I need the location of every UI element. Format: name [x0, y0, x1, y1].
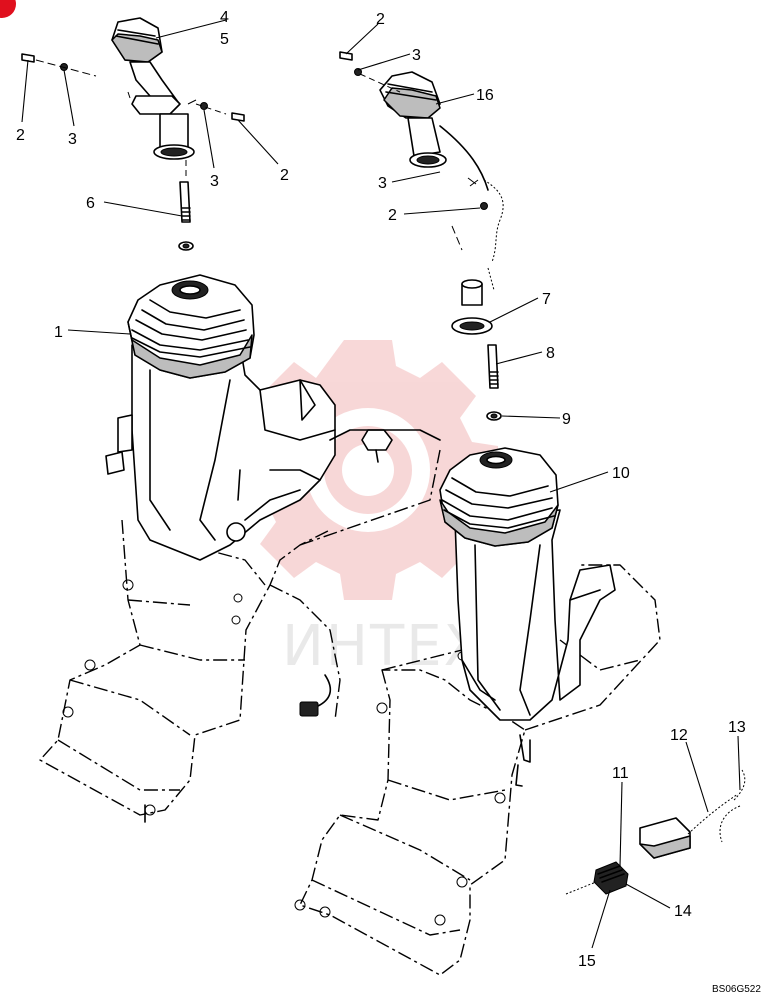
right-boot [439, 447, 559, 547]
callout: 11 [612, 765, 629, 782]
corner-badge [0, 0, 16, 18]
callout: 6 [86, 195, 95, 212]
callout: 9 [562, 411, 571, 428]
callout: 3 [412, 47, 421, 64]
callout: 16 [476, 87, 494, 104]
callout: 3 [210, 173, 219, 190]
switch-assembly [565, 769, 746, 895]
callout-labels: 4 5 2 3 3 2 6 1 2 3 16 3 2 7 8 9 10 12 1… [16, 9, 746, 970]
left-connector [299, 674, 332, 717]
callout: 14 [674, 903, 692, 920]
left-handle [111, 17, 197, 160]
callout: 13 [728, 719, 746, 736]
callout: 3 [378, 175, 387, 192]
leader-lines [21, 19, 741, 949]
callout: 12 [670, 727, 688, 744]
callout: 5 [220, 31, 229, 48]
right-console-body [454, 509, 616, 721]
callout: 4 [220, 9, 229, 26]
left-console-body [105, 344, 441, 561]
callout: 2 [388, 207, 397, 224]
left-boot [127, 274, 255, 379]
callout: 2 [280, 167, 289, 184]
callout: 10 [612, 465, 630, 482]
right-handle [379, 71, 504, 291]
callout: 2 [376, 11, 385, 28]
callout: 3 [68, 131, 77, 148]
callout: 15 [578, 953, 596, 970]
callout: 1 [54, 324, 63, 341]
callout: 2 [16, 127, 25, 144]
callout: 8 [546, 345, 555, 362]
left-fasteners [21, 53, 245, 251]
reference-code: BS06G522 [712, 984, 761, 995]
callout: 7 [542, 291, 551, 308]
right-fasteners [339, 51, 502, 421]
watermark-text: ИНТЕХ [282, 614, 484, 679]
